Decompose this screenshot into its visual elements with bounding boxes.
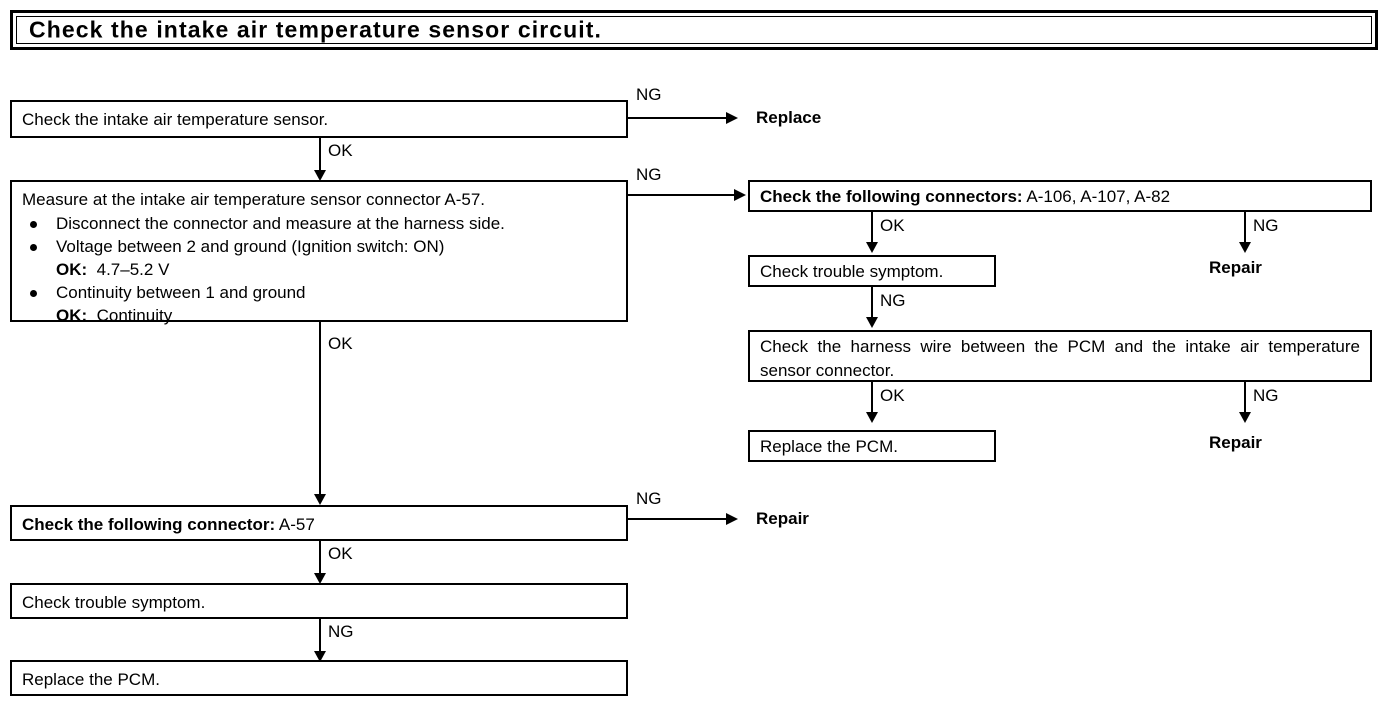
right-step2-ng-label: NG	[880, 291, 906, 310]
right-step3-ok-arrowhead	[866, 412, 878, 423]
page-title: Check the intake air temperature sensor …	[29, 16, 603, 43]
left-step4-text: Check trouble symptom.	[22, 593, 206, 612]
right-step1-box[interactable]: Check the following connectors: A-106, A…	[748, 180, 1372, 212]
left-step2-bullet-1: Disconnect the connector and measure at …	[22, 212, 620, 235]
right-step1-ok-line	[871, 212, 873, 246]
left-step3-prefix: Check the following connector:	[22, 515, 276, 534]
left-step2-ok-arrowhead	[314, 494, 326, 505]
bullet-dot-icon	[30, 244, 37, 251]
left-step3-ng-label: NG	[636, 489, 662, 508]
left-step1-ng-label: NG	[636, 85, 662, 104]
right-step3-ng-arrowhead	[1239, 412, 1251, 423]
right-step1-ng-result: Repair	[1209, 258, 1262, 277]
left-step3-text: Check the following connector: A-57	[22, 513, 620, 537]
right-step1-ng-arrowhead	[1239, 242, 1251, 253]
left-step4-ng-line	[319, 619, 321, 655]
left-step1-ok-arrowhead	[314, 170, 326, 181]
left-step4-box[interactable]: Check trouble symptom.	[10, 583, 628, 619]
left-step3-ok-line	[319, 541, 321, 577]
left-step1-box[interactable]: Check the intake air temperature sensor.	[10, 100, 628, 138]
left-step3-box[interactable]: Check the following connector: A-57	[10, 505, 628, 541]
right-step1-ng-line	[1244, 212, 1246, 246]
left-step2-bullet-list: Disconnect the connector and measure at …	[22, 212, 620, 327]
left-step2-bullet-1-text: Disconnect the connector and measure at …	[56, 214, 505, 233]
right-step4-text: Replace the PCM.	[760, 437, 898, 456]
right-step1-ok-arrowhead	[866, 242, 878, 253]
page-title-banner: Check the intake air temperature sensor …	[10, 10, 1378, 50]
right-step3-ok-line	[871, 382, 873, 416]
right-step1-value: A-106, A-107, A-82	[1026, 187, 1171, 206]
left-step2-spec-2-value: Continuity	[96, 306, 173, 325]
right-step2-ng-arrowhead	[866, 317, 878, 328]
left-step2-spec-2: OK: Continuity	[22, 304, 620, 327]
right-step3-ng-line	[1244, 382, 1246, 416]
left-step2-heading: Measure at the intake air temperature se…	[22, 190, 486, 209]
left-step2-spec-1-label: OK:	[56, 260, 88, 279]
left-step3-ng-arrowhead	[726, 513, 738, 525]
left-step1-ng-arrowhead	[726, 112, 738, 124]
right-step3-text: Check the harness wire between the PCM a…	[760, 337, 1360, 380]
left-step2-bullet-3-text: Continuity between 1 and ground	[56, 283, 306, 302]
left-step1-text: Check the intake air temperature sensor.	[22, 110, 329, 129]
left-step2-ng-line	[628, 194, 738, 196]
right-step2-text: Check trouble symptom.	[760, 262, 944, 281]
left-step1-ng-result: Replace	[756, 108, 822, 127]
right-step1-ok-label: OK	[880, 216, 905, 235]
right-step3-box[interactable]: Check the harness wire between the PCM a…	[748, 330, 1372, 382]
left-step3-ng-result: Repair	[756, 509, 809, 528]
bullet-dot-icon	[30, 290, 37, 297]
left-step2-spec-1-value: 4.7–5.2 V	[96, 260, 170, 279]
left-step4-ng-label: NG	[328, 622, 354, 641]
right-step1-prefix: Check the following connectors:	[760, 187, 1023, 206]
left-step1-ng-line	[628, 117, 728, 119]
left-step2-ng-arrowhead	[734, 189, 746, 201]
left-step2-bullet-2-text: Voltage between 2 and ground (Ignition s…	[56, 237, 445, 256]
left-step2-bullet-2: Voltage between 2 and ground (Ignition s…	[22, 235, 620, 258]
left-step1-ok-label: OK	[328, 141, 353, 160]
bullet-dot-icon	[30, 221, 37, 228]
right-step3-ng-label: NG	[1253, 386, 1279, 405]
left-step2-bullet-3: Continuity between 1 and ground	[22, 281, 620, 304]
right-step3-ng-result: Repair	[1209, 433, 1262, 452]
right-step3-ok-label: OK	[880, 386, 905, 405]
left-step2-ok-label: OK	[328, 334, 353, 353]
left-step3-ok-arrowhead	[314, 573, 326, 584]
left-step2-box[interactable]: Measure at the intake air temperature se…	[10, 180, 628, 325]
right-step2-box[interactable]: Check trouble symptom.	[748, 255, 996, 287]
left-step3-ok-label: OK	[328, 544, 353, 563]
left-step4-ng-arrowhead	[314, 651, 326, 662]
left-step3-ng-line	[628, 518, 728, 520]
left-step5-text: Replace the PCM.	[22, 670, 160, 689]
left-step1-ok-line	[319, 138, 321, 174]
left-step2-spec-2-label: OK:	[56, 306, 88, 325]
right-step2-ng-line	[871, 287, 873, 321]
left-step2-spec-1: OK: 4.7–5.2 V	[22, 258, 620, 281]
right-step1-ng-label: NG	[1253, 216, 1279, 235]
left-step3-value: A-57	[278, 515, 315, 534]
right-step4-box[interactable]: Replace the PCM.	[748, 430, 996, 462]
left-step2-ng-label: NG	[636, 165, 662, 184]
left-step2-ok-line	[319, 322, 321, 498]
left-step5-box[interactable]: Replace the PCM.	[10, 660, 628, 696]
right-step1-text: Check the following connectors: A-106, A…	[760, 185, 1364, 209]
